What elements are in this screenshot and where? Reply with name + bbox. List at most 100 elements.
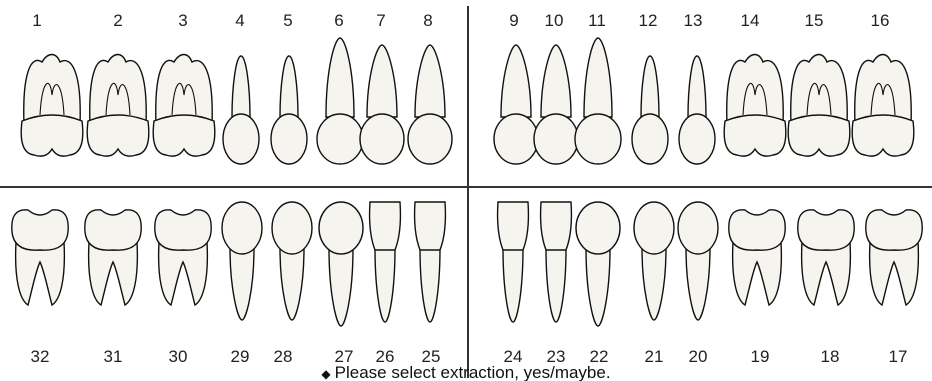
instruction-text: Please select extraction, yes/maybe. [335, 364, 611, 381]
tooth-2[interactable] [87, 55, 149, 157]
pointer-icon: ◆ [321, 367, 330, 381]
tooth-number-9: 9 [509, 11, 518, 30]
tooth-28[interactable] [272, 202, 312, 320]
tooth-23[interactable] [541, 202, 572, 322]
tooth-root [89, 242, 138, 305]
tooth-root [230, 248, 254, 320]
tooth-crown [222, 202, 262, 254]
tooth-14[interactable] [724, 55, 786, 157]
tooth-root [326, 38, 354, 117]
tooth-32[interactable] [12, 210, 68, 305]
tooth-4[interactable] [223, 56, 259, 164]
tooth-1[interactable] [21, 55, 83, 157]
tooth-25[interactable] [415, 202, 446, 322]
tooth-6[interactable] [317, 38, 363, 164]
tooth-crown [534, 114, 578, 164]
tooth-crown [679, 114, 715, 164]
tooth-root [584, 38, 612, 117]
tooth-number-6: 6 [334, 11, 343, 30]
tooth-number-13: 13 [684, 11, 703, 30]
tooth-crown [153, 115, 215, 156]
tooth-crown [678, 202, 718, 254]
tooth-number-1: 1 [32, 11, 41, 30]
tooth-crown [85, 210, 141, 250]
tooth-number-2: 2 [113, 11, 122, 30]
tooth-crown [498, 202, 529, 250]
tooth-root [415, 45, 445, 117]
tooth-root [686, 248, 710, 320]
tooth-root [802, 242, 851, 305]
tooth-root [232, 56, 250, 117]
tooth-number-8: 8 [423, 11, 432, 30]
tooth-root [280, 248, 304, 320]
tooth-crown [729, 210, 785, 250]
tooth-root [16, 242, 65, 305]
tooth-12[interactable] [632, 56, 668, 164]
tooth-crown [155, 210, 211, 250]
tooth-21[interactable] [634, 202, 674, 320]
tooth-root [641, 56, 659, 117]
tooth-crown [317, 114, 363, 164]
tooth-crown [370, 202, 401, 250]
tooth-crown [271, 114, 307, 164]
tooth-number-3: 3 [178, 11, 187, 30]
tooth-number-15: 15 [805, 11, 824, 30]
tooth-16[interactable] [852, 55, 914, 157]
tooth-22[interactable] [576, 202, 620, 326]
tooth-root [541, 45, 571, 117]
tooth-13[interactable] [679, 56, 715, 164]
tooth-20[interactable] [678, 202, 718, 320]
tooth-root [546, 248, 566, 322]
tooth-crown [272, 202, 312, 254]
tooth-crown [724, 115, 786, 156]
tooth-crown [494, 114, 538, 164]
tooth-crown [788, 115, 850, 156]
tooth-crown [575, 114, 621, 164]
tooth-root [503, 248, 523, 322]
tooth-crown [360, 114, 404, 164]
tooth-crown [632, 114, 668, 164]
tooth-root [280, 56, 298, 117]
tooth-18[interactable] [798, 210, 854, 305]
tooth-19[interactable] [729, 210, 785, 305]
tooth-10[interactable] [534, 45, 578, 164]
tooth-31[interactable] [85, 210, 141, 305]
tooth-8[interactable] [408, 45, 452, 164]
tooth-number-4: 4 [235, 11, 244, 30]
tooth-3[interactable] [153, 55, 215, 157]
tooth-crown [576, 202, 620, 254]
tooth-root [733, 242, 782, 305]
tooth-root [159, 242, 208, 305]
tooth-number-5: 5 [283, 11, 292, 30]
tooth-crown [408, 114, 452, 164]
tooth-number-16: 16 [871, 11, 890, 30]
instruction-footer: ◆ Please select extraction, yes/maybe. [0, 364, 932, 381]
tooth-30[interactable] [155, 210, 211, 305]
tooth-11[interactable] [575, 38, 621, 164]
tooth-crown [223, 114, 259, 164]
tooth-17[interactable] [866, 210, 922, 305]
tooth-crown [852, 115, 914, 156]
tooth-root [642, 248, 666, 320]
tooth-crown [541, 202, 572, 250]
tooth-crown [87, 115, 149, 156]
tooth-root [420, 248, 440, 322]
tooth-7[interactable] [360, 45, 404, 164]
tooth-5[interactable] [271, 56, 307, 164]
tooth-26[interactable] [370, 202, 401, 322]
tooth-24[interactable] [498, 202, 529, 322]
tooth-root [375, 248, 395, 322]
tooth-root [367, 45, 397, 117]
tooth-9[interactable] [494, 45, 538, 164]
tooth-crown [319, 202, 363, 254]
tooth-root [870, 242, 919, 305]
tooth-27[interactable] [319, 202, 363, 326]
tooth-root [688, 56, 706, 117]
tooth-root [329, 248, 353, 326]
tooth-number-14: 14 [741, 11, 760, 30]
tooth-15[interactable] [788, 55, 850, 157]
tooth-root [501, 45, 531, 117]
tooth-29[interactable] [222, 202, 262, 320]
tooth-number-10: 10 [545, 11, 564, 30]
